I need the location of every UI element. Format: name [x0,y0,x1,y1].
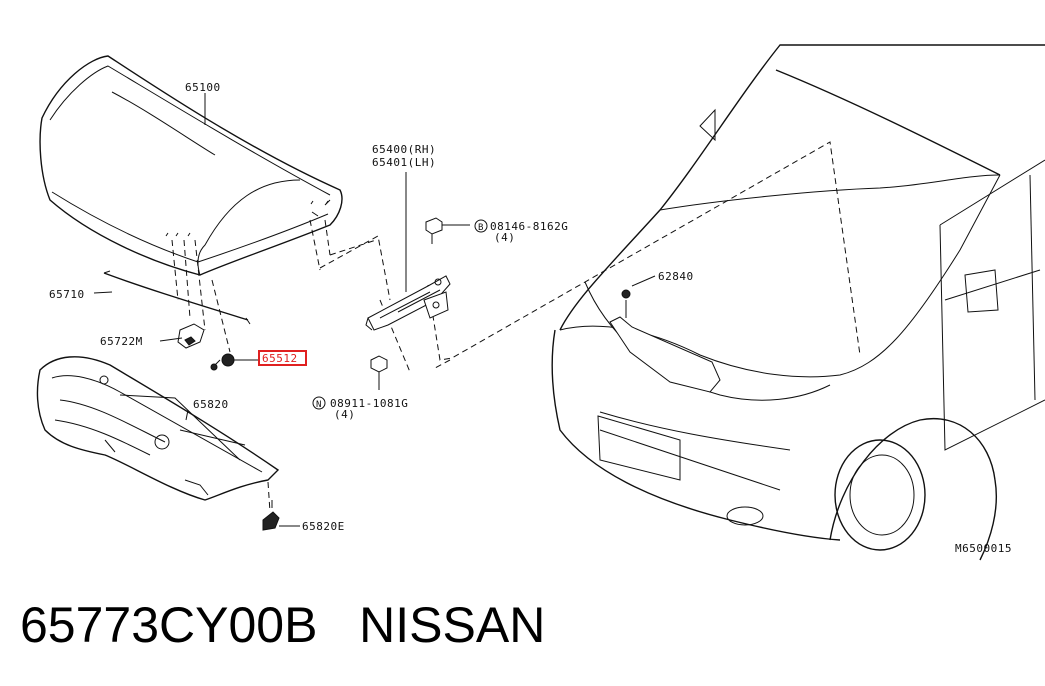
label-08146: 08146-8162G [490,220,568,233]
hood-insulator [36,356,280,501]
part-number: 65773CY00B [20,597,318,653]
parts-diagram: B N 65100 65400(RH) 65401(LH) 08146-8162… [36,44,1045,561]
insulator-clip [262,500,280,531]
rod-clip [177,323,205,349]
bolt-symbol-icon: B [474,219,488,233]
label-bolt-qty: (4) [494,231,515,244]
part-caption: 65773CY00B NISSAN [20,596,545,654]
brand-name: NISSAN [359,597,546,653]
rod-leader [93,291,113,294]
svg-text:B: B [478,223,484,233]
van-body [551,44,1045,561]
label-nut-qty: (4) [334,408,355,421]
label-65820: 65820 [193,398,229,411]
label-65100: 65100 [185,81,221,94]
svg-text:N: N [316,400,322,410]
nut-symbol-icon: N [312,396,326,410]
highlight-box [258,350,307,366]
clip-leader [159,337,183,342]
label-65722m: 65722M [100,335,143,348]
insulator-leader [185,409,189,421]
label-65400: 65400(RH) [372,143,436,156]
label-65820e: 65820E [302,520,345,533]
hood-support-rod [103,270,251,325]
figure-code: M6500015 [955,542,1012,555]
hood-dashed-leaders [171,141,861,513]
label-62840: 62840 [658,270,694,283]
hinge-bolt [425,217,470,244]
label-65710: 65710 [49,288,85,301]
label-08911: 08911-1081G [330,397,408,410]
label-65401: 65401(LH) [372,156,436,169]
hinge-nut [370,355,388,390]
label-65512: 65512 [262,352,298,365]
grommet-part [210,353,258,371]
hood-hinge [365,275,451,331]
